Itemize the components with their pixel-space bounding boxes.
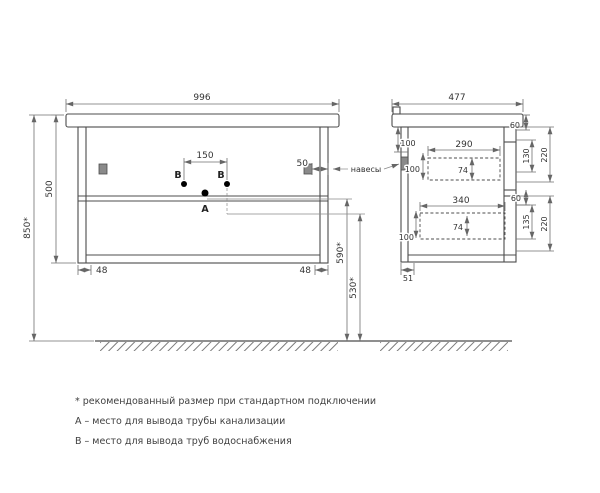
a-point	[201, 189, 209, 197]
dim-upper-drawer-height: 74	[456, 158, 475, 180]
marker-b-left: B	[174, 170, 181, 181]
dim-left-offset-value: 48	[96, 266, 108, 276]
floor	[95, 340, 512, 351]
side-backsplash	[392, 106, 401, 115]
hangers-label-group: навесы	[333, 164, 400, 176]
dim-right-offset-value: 48	[300, 266, 312, 276]
dim-a-height-value: 590*	[336, 242, 346, 264]
dim-mid-rail-value: 60	[511, 194, 521, 203]
dim-lower-drawer-depth: 340	[419, 195, 506, 211]
hangers-label: навесы	[351, 165, 381, 174]
dim-bottom-back-offset: 51	[400, 263, 415, 285]
upper-drawer-box	[427, 157, 501, 181]
dim-lower-front-height: 220	[516, 195, 554, 252]
dim-side-depth-value: 477	[448, 93, 465, 103]
dim-hanger-inset: 50	[295, 158, 329, 175]
dim-upper-front-inner-value: 130	[522, 148, 531, 163]
dim-lower-front-height-value: 220	[540, 216, 549, 231]
dim-top-rail-value: 60	[510, 121, 520, 130]
floor-hatch-right	[380, 342, 508, 351]
dim-lower-box-height-value: 100	[399, 233, 414, 242]
dim-upper-box-height-value: 100	[405, 165, 420, 174]
dim-front-height: 500	[44, 114, 76, 264]
dim-mid-rail: 60	[509, 190, 530, 206]
dim-b-height: 530*	[226, 188, 365, 341]
floor-hatch-left	[100, 342, 338, 351]
dim-upper-drawer-depth: 290	[427, 139, 501, 156]
dim-back-top-offset: 100	[394, 127, 417, 153]
marker-a: A	[201, 204, 209, 215]
dim-lower-box-height: 100	[397, 211, 419, 244]
b-point-right	[224, 181, 230, 187]
front-countertop	[65, 113, 340, 128]
dim-a-height: 590*	[207, 198, 352, 341]
dim-back-top-offset-value: 100	[400, 139, 415, 148]
dim-lower-front-inner: 135	[516, 204, 536, 240]
dim-b-spacing-value: 150	[196, 151, 213, 161]
dim-lower-drawer-depth-value: 340	[452, 196, 469, 206]
dim-front-width-value: 996	[193, 93, 210, 103]
dim-upper-drawer-depth-value: 290	[455, 140, 472, 150]
dim-side-depth: 477	[391, 92, 524, 112]
dim-upper-front-inner: 130	[516, 139, 536, 173]
dim-b-spacing: 150	[183, 150, 228, 180]
footnotes: * рекомендованный размер при стандартном…	[75, 392, 376, 452]
side-hanger-bracket	[400, 156, 409, 171]
side-countertop	[391, 113, 524, 128]
lower-drawer-box	[419, 212, 506, 240]
dim-mount-height: 850*	[22, 114, 94, 342]
dim-upper-front-height-value: 220	[540, 147, 549, 162]
dim-lower-front-inner-value: 135	[522, 214, 531, 229]
front-cabinet-body	[77, 126, 329, 264]
b-point-left	[181, 181, 187, 187]
note-recommended-size: * рекомендованный размер при стандартном…	[75, 396, 377, 407]
note-a-sewage: А – место для вывода трубы канализации	[75, 416, 286, 427]
dim-lower-drawer-height-value: 74	[453, 223, 463, 232]
dim-mount-height-value: 850*	[23, 217, 33, 239]
dim-bottom-back-offset-value: 51	[403, 274, 413, 283]
dim-top-rail: 60	[508, 114, 530, 132]
dim-front-width: 996	[65, 92, 340, 112]
dim-right-offset: 48	[298, 265, 329, 278]
dim-upper-box-height: 100	[403, 153, 426, 180]
note-b-water-supply: B – место для вывода труб водоснабжения	[75, 436, 292, 447]
side-view	[391, 106, 524, 263]
dim-front-height-value: 500	[45, 180, 55, 197]
marker-b-right: B	[217, 170, 224, 181]
dim-upper-front-height: 220	[516, 126, 554, 183]
dim-hanger-inset-value: 50	[297, 159, 309, 169]
dim-lower-drawer-height: 74	[451, 216, 470, 236]
front-view	[65, 113, 340, 264]
hanger-left	[98, 163, 108, 175]
dim-left-offset: 48	[77, 265, 109, 278]
dim-upper-drawer-height-value: 74	[458, 166, 468, 175]
dim-b-height-value: 530*	[349, 277, 359, 299]
connection-markers: B B A	[173, 169, 226, 217]
side-cabinet-body	[400, 126, 517, 263]
